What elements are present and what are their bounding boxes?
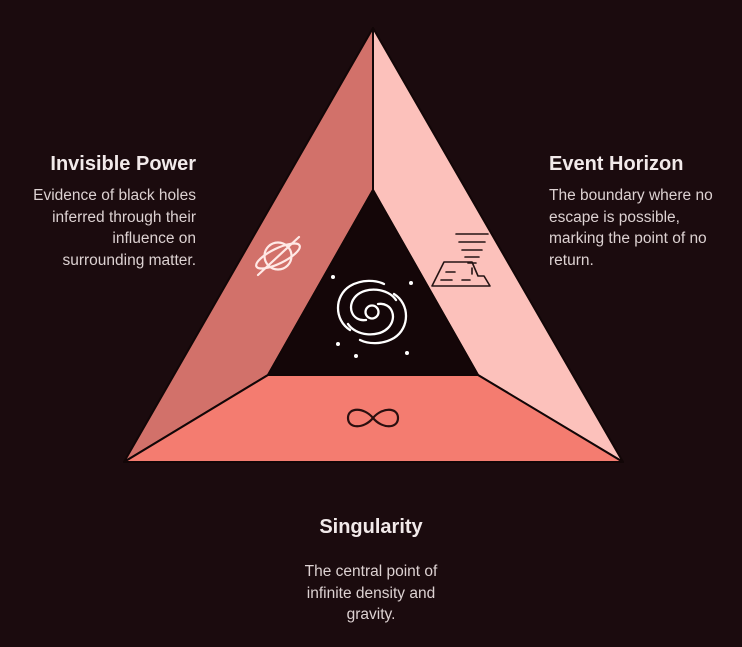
invisible-power-title: Invisible Power	[50, 153, 196, 175]
singularity-label: Singularity The central point of infinit…	[271, 515, 471, 626]
invisible-power-description: Evidence of black holes inferred through…	[33, 187, 196, 269]
singularity-description: The central point of infinite density an…	[304, 563, 438, 623]
event-horizon-title: Event Horizon	[549, 153, 684, 175]
invisible-power-label: Invisible Power Evidence of black holes …	[0, 152, 196, 271]
infinity-icon	[346, 408, 400, 428]
center-triangle	[267, 189, 479, 376]
galaxy-icon	[331, 275, 413, 358]
event-horizon-description: The boundary where no escape is possible…	[549, 187, 713, 269]
singularity-title: Singularity	[319, 516, 423, 538]
no-planet-icon	[255, 235, 301, 277]
vortex-icon	[431, 233, 491, 287]
event-horizon-label: Event Horizon The boundary where no esca…	[549, 152, 739, 271]
